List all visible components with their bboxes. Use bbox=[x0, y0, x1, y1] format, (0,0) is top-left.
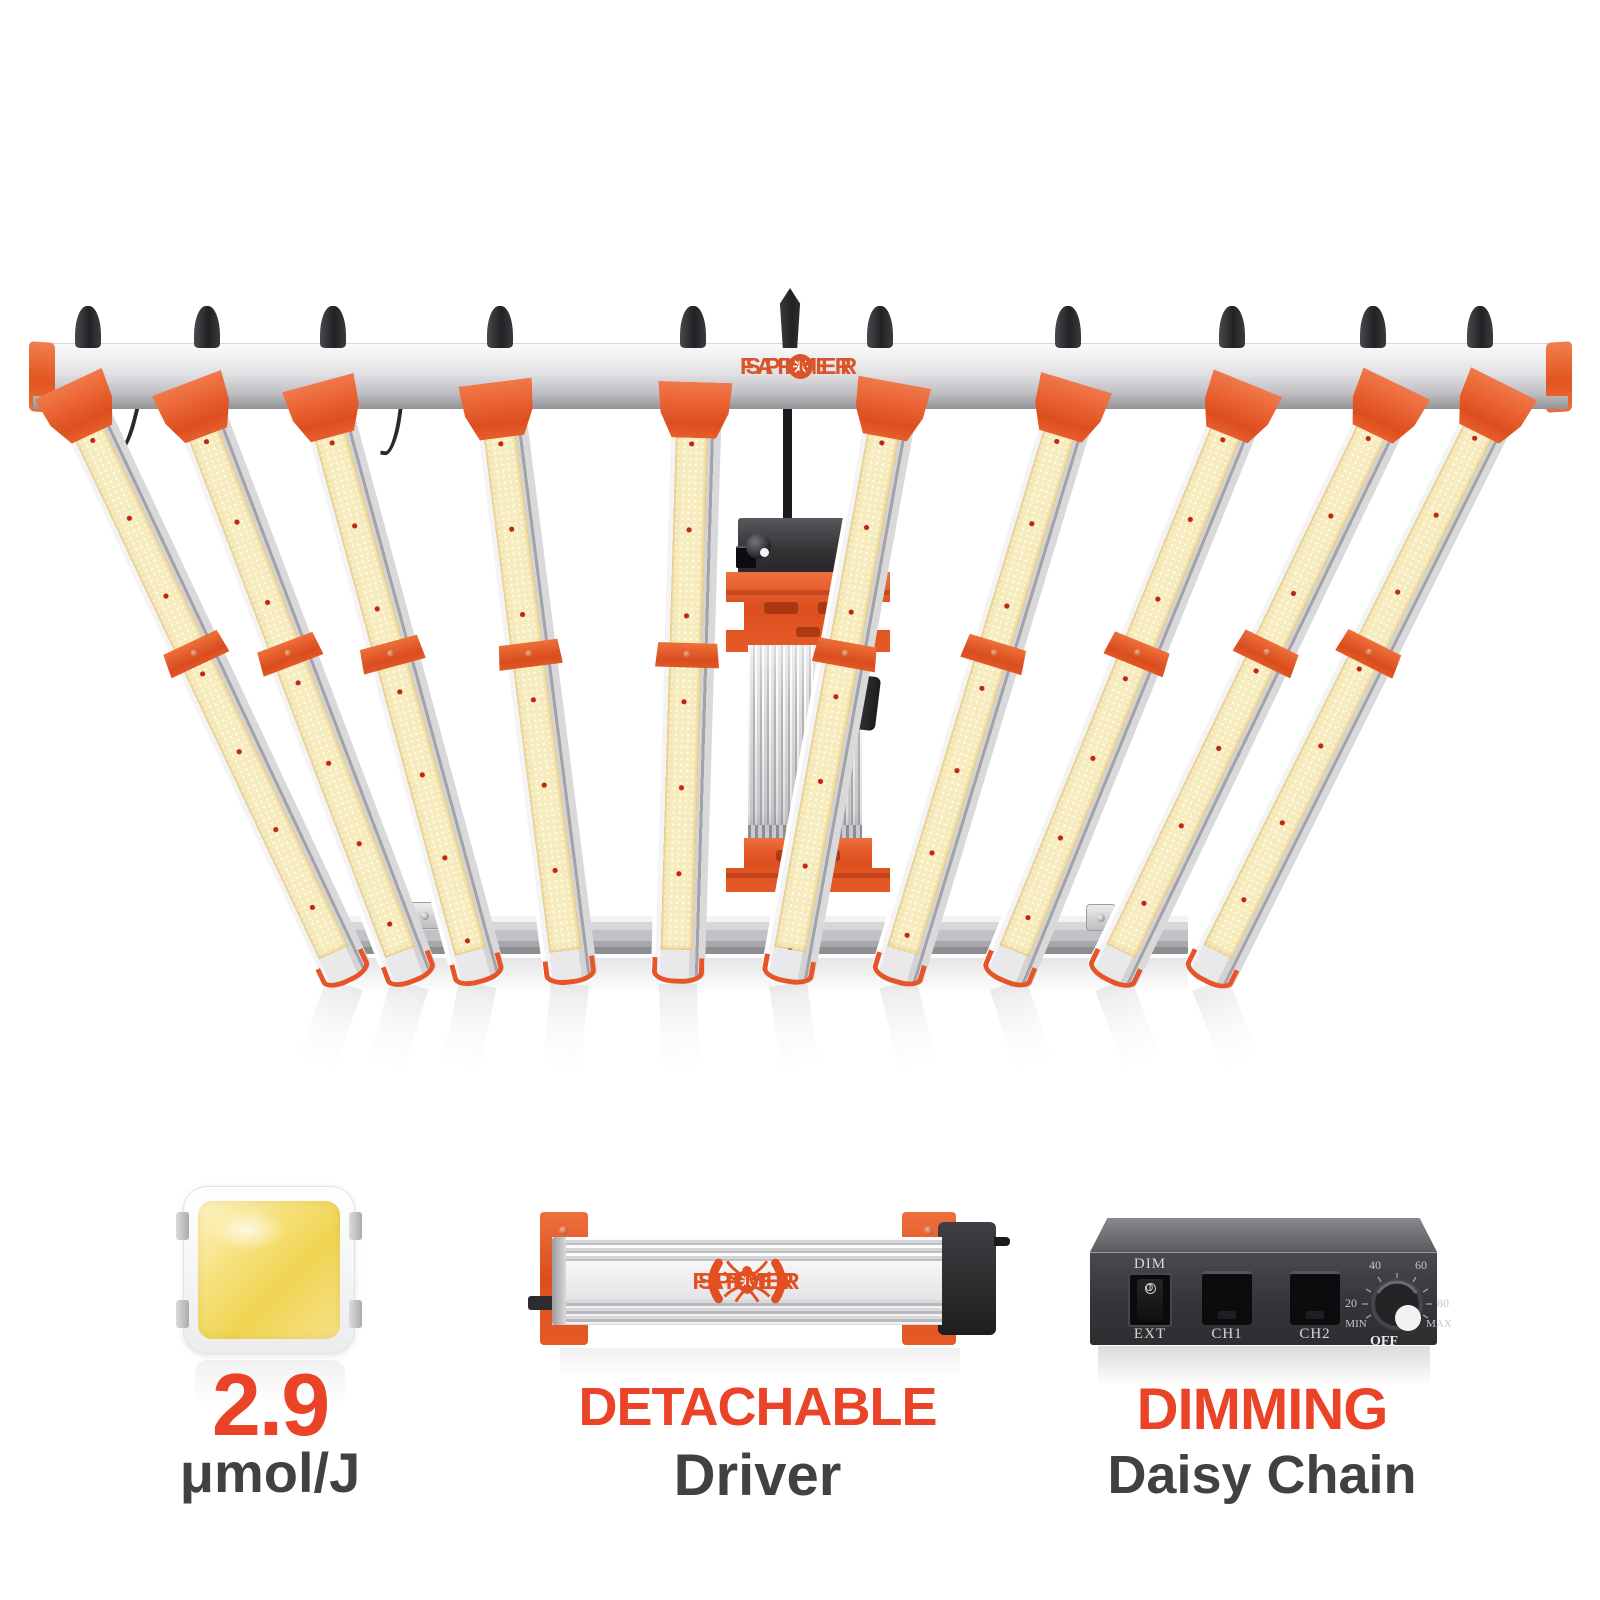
hanger-clip bbox=[680, 306, 706, 348]
knob-max: MAX bbox=[1426, 1318, 1452, 1330]
logo-text-right: FARMER bbox=[739, 352, 862, 379]
ch1-port bbox=[1202, 1271, 1252, 1325]
efficacy-value: 2.9 bbox=[211, 1355, 330, 1454]
dimmer-box-top bbox=[1090, 1218, 1437, 1252]
main-hanger-clip bbox=[779, 288, 801, 348]
hanger-clip bbox=[487, 306, 513, 348]
dimmer-knob bbox=[746, 533, 771, 559]
dim-ext-switch: I O bbox=[1128, 1273, 1172, 1327]
bar-reflection bbox=[659, 983, 700, 1071]
bar-top-clip bbox=[458, 377, 538, 442]
led-light-bar bbox=[650, 397, 722, 985]
knob-min: MIN bbox=[1345, 1318, 1366, 1330]
bar-reflection bbox=[1192, 977, 1259, 1072]
led-chip-graphic bbox=[176, 1186, 362, 1354]
led-light-bar bbox=[470, 395, 598, 988]
efficacy-unit: μmol/J bbox=[179, 1441, 361, 1504]
chip-pin bbox=[349, 1212, 362, 1240]
driver-cable-stub bbox=[994, 1237, 1010, 1246]
knob-pointer-cap bbox=[1395, 1305, 1421, 1331]
bar-mid-clip bbox=[655, 641, 720, 668]
ch2-port bbox=[1290, 1271, 1340, 1325]
crossbar-logo: SPIDER FARMER bbox=[33, 351, 1568, 381]
driver-body-graphic: SPIDER FARMER bbox=[552, 1237, 942, 1325]
driver-logo: SPIDER FARMER bbox=[552, 1255, 942, 1307]
dimming-subtitle: Daisy Chain bbox=[1107, 1445, 1417, 1505]
crossbar: SPIDER FARMER bbox=[29, 341, 1572, 413]
chip-pin bbox=[176, 1300, 189, 1328]
chip-reflection bbox=[195, 1360, 345, 1406]
driver-end-cap bbox=[552, 1237, 566, 1325]
hanger-clip bbox=[1219, 306, 1245, 348]
ch2-label: CH2 bbox=[1299, 1326, 1331, 1342]
ext-label: EXT bbox=[1133, 1326, 1167, 1342]
driver-title: DETACHABLE bbox=[578, 1377, 938, 1437]
bar-reflection bbox=[297, 977, 363, 1072]
driver-logo-right: FARMER bbox=[692, 1267, 802, 1294]
bar-mid-clip bbox=[496, 638, 563, 671]
bar-reflection bbox=[542, 982, 589, 1072]
chip-pin bbox=[176, 1212, 189, 1240]
bar-mid-clip bbox=[812, 637, 879, 673]
hanger-clip bbox=[194, 306, 220, 348]
driver-fins bbox=[552, 1300, 942, 1325]
knob-60: 60 bbox=[1415, 1258, 1427, 1272]
spider-icon bbox=[788, 353, 813, 379]
bar-reflection bbox=[769, 981, 820, 1072]
driver-black-box bbox=[938, 1222, 996, 1335]
dimming-title: DIMMING bbox=[1136, 1377, 1389, 1442]
led-strip bbox=[479, 400, 582, 953]
hanger-clip bbox=[1467, 306, 1493, 348]
bar-top-clip bbox=[657, 381, 733, 439]
driver-subtitle: Driver bbox=[673, 1443, 842, 1508]
bar-end-cap bbox=[651, 957, 705, 985]
knob-80: 80 bbox=[1437, 1296, 1449, 1310]
rocker: I O bbox=[1137, 1279, 1163, 1321]
spider-icon bbox=[735, 1269, 759, 1293]
dimmer-knob-assembly: 40 60 20 80 MIN MAX OFF bbox=[1345, 1258, 1452, 1349]
switch-off-mark: O bbox=[1144, 1283, 1156, 1294]
hanger-clip bbox=[75, 306, 101, 348]
hanger-clip bbox=[320, 306, 346, 348]
knob-off: OFF bbox=[1370, 1334, 1398, 1349]
chip-die bbox=[198, 1201, 340, 1339]
dimmer-reflection bbox=[1098, 1346, 1430, 1386]
knob-40: 40 bbox=[1369, 1258, 1381, 1272]
chip-pin bbox=[349, 1300, 362, 1328]
driver-fins bbox=[552, 1237, 942, 1262]
dim-switch-label: DIM bbox=[1133, 1256, 1167, 1272]
driver-input-nub bbox=[528, 1296, 555, 1310]
ch1-label: CH1 bbox=[1211, 1326, 1243, 1342]
dimmer-box-front: DIM I O EXT CH1 CH2 40 60 20 80 MIN bbox=[1090, 1252, 1452, 1349]
hanger-clip bbox=[867, 306, 893, 348]
led-strip bbox=[660, 401, 709, 951]
hanger-clip bbox=[1055, 306, 1081, 348]
hanger-clip bbox=[1360, 306, 1386, 348]
knob-20: 20 bbox=[1345, 1296, 1357, 1310]
power-wire bbox=[783, 402, 792, 528]
driver-reflection bbox=[560, 1348, 960, 1378]
